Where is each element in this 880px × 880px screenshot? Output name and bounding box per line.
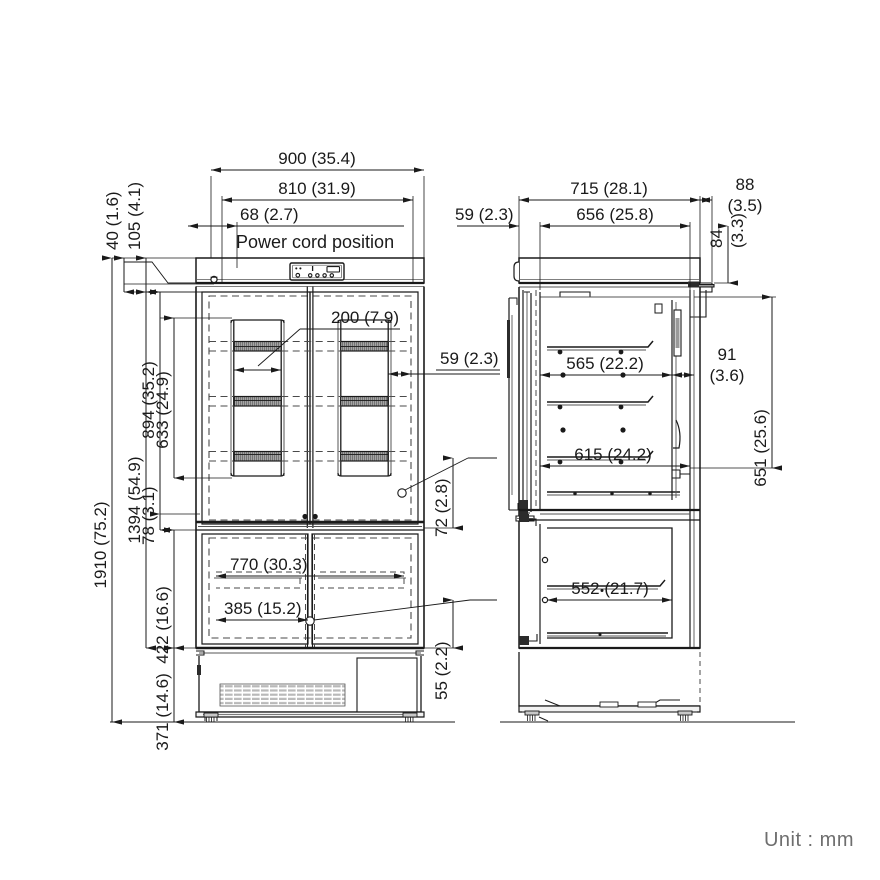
basket-column-left: [230, 319, 285, 477]
dim-656: 656 (25.8): [576, 205, 654, 224]
side-caster-right: [677, 710, 693, 721]
side-door-leaf: [507, 290, 537, 522]
side-view-geometry: [500, 257, 795, 723]
dim-72: 72 (2.8): [432, 478, 451, 537]
basket-column-right: [337, 319, 392, 477]
dim-422: 422 (16.6): [153, 586, 172, 664]
dim-385: 385 (15.2): [224, 599, 302, 618]
dim-91: 91: [718, 345, 737, 364]
dim-59-front: 59 (2.3): [440, 349, 499, 368]
dim-715: 715 (28.1): [570, 179, 648, 198]
front-caster-right: [402, 712, 418, 722]
dim-565: 565 (22.2): [566, 354, 644, 373]
control-panel: [289, 262, 345, 281]
dim-59-side: 59 (2.3): [455, 205, 514, 224]
side-caster-left: [524, 710, 549, 722]
dim-894: 894 (35.2): [139, 361, 158, 439]
dim-900: 900 (35.4): [278, 149, 356, 168]
dim-91-inch: (3.6): [710, 366, 745, 385]
dim-371: 371 (14.6): [153, 673, 172, 751]
power-cord-position-label: Power cord position: [236, 232, 394, 252]
dim-552: 552 (21.7): [571, 579, 649, 598]
unit-note: Unit : mm: [763, 829, 854, 851]
dim-1394: 1394 (54.9): [125, 457, 144, 544]
dim-55: 55 (2.2): [432, 641, 451, 700]
front-view-geometry: [110, 257, 455, 723]
dimension-labels: 900 (35.4) 810 (31.9) 68 (2.7) Power cor…: [91, 149, 770, 751]
side-upper-shelves: [547, 340, 680, 496]
dim-105: 105 (4.1): [125, 182, 144, 250]
dim-84: 84: [707, 229, 726, 248]
dim-651: 651 (25.6): [751, 409, 770, 487]
dim-633: 633 (24.9): [153, 371, 172, 449]
dim-88: 88: [736, 175, 755, 194]
dim-200: 200 (7.9): [331, 308, 399, 327]
front-caster-left: [203, 712, 219, 722]
side-view-dimensions: [457, 196, 782, 603]
front-view-dimensions: [102, 167, 500, 725]
dim-88-inch: (3.5): [728, 196, 763, 215]
dim-615: 615 (24.2): [574, 445, 652, 464]
dim-68: 68 (2.7): [240, 205, 299, 224]
dim-78: 78 (3.1): [139, 486, 158, 545]
dim-810: 810 (31.9): [278, 179, 356, 198]
dim-40: 40 (1.6): [103, 191, 122, 250]
dim-770: 770 (30.3): [230, 555, 308, 574]
dim-1910: 1910 (75.2): [91, 502, 110, 589]
dim-84-inch: (3.3): [728, 213, 747, 248]
